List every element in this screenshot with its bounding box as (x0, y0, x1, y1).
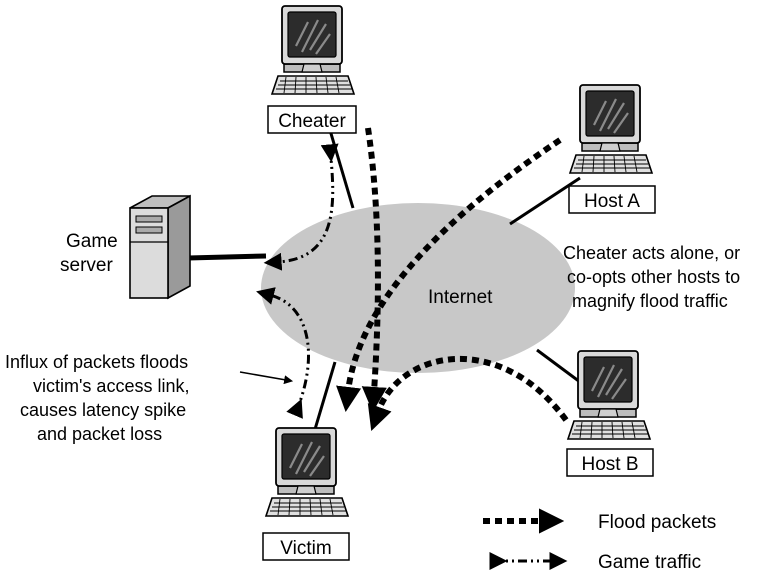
cheater-box (267, 105, 357, 134)
host-a-label: Host A (584, 191, 640, 212)
host-b-box (566, 448, 654, 477)
victim-note: Influx of packets floods victim's access… (5, 352, 194, 444)
cheater-note: Cheater acts alone, or co-opts other hos… (563, 243, 745, 311)
cheater-computer-icon (270, 4, 356, 96)
internet-cloud (261, 203, 575, 373)
flood-arrow-cheater (361, 127, 387, 413)
flood-arrow-host-b (367, 355, 569, 431)
cheater-link (325, 119, 355, 209)
flood-arrow-host-a (336, 137, 562, 413)
host-b-label: Host B (581, 454, 638, 475)
internet-label: Internet (428, 287, 493, 308)
server-link (187, 253, 267, 261)
victim-note-pointer (239, 371, 294, 385)
game-traffic-cheater (263, 143, 339, 271)
host-b-link (536, 348, 581, 384)
legend: Flood packets Game traffic (483, 508, 716, 573)
legend-game-label: Game traffic (598, 552, 701, 573)
cheater-label: Cheater (278, 111, 346, 132)
victim-computer-icon (264, 426, 350, 518)
victim-box (262, 532, 350, 561)
host-b-computer-icon (566, 349, 652, 441)
game-server-icon (129, 194, 191, 300)
host-a-box (568, 185, 656, 214)
victim-label: Victim (280, 538, 331, 559)
victim-link (311, 361, 337, 437)
game-server-label: Game server (60, 231, 123, 276)
host-a-computer-icon (568, 83, 654, 175)
game-traffic-victim (256, 287, 311, 419)
legend-flood-label: Flood packets (598, 512, 716, 533)
